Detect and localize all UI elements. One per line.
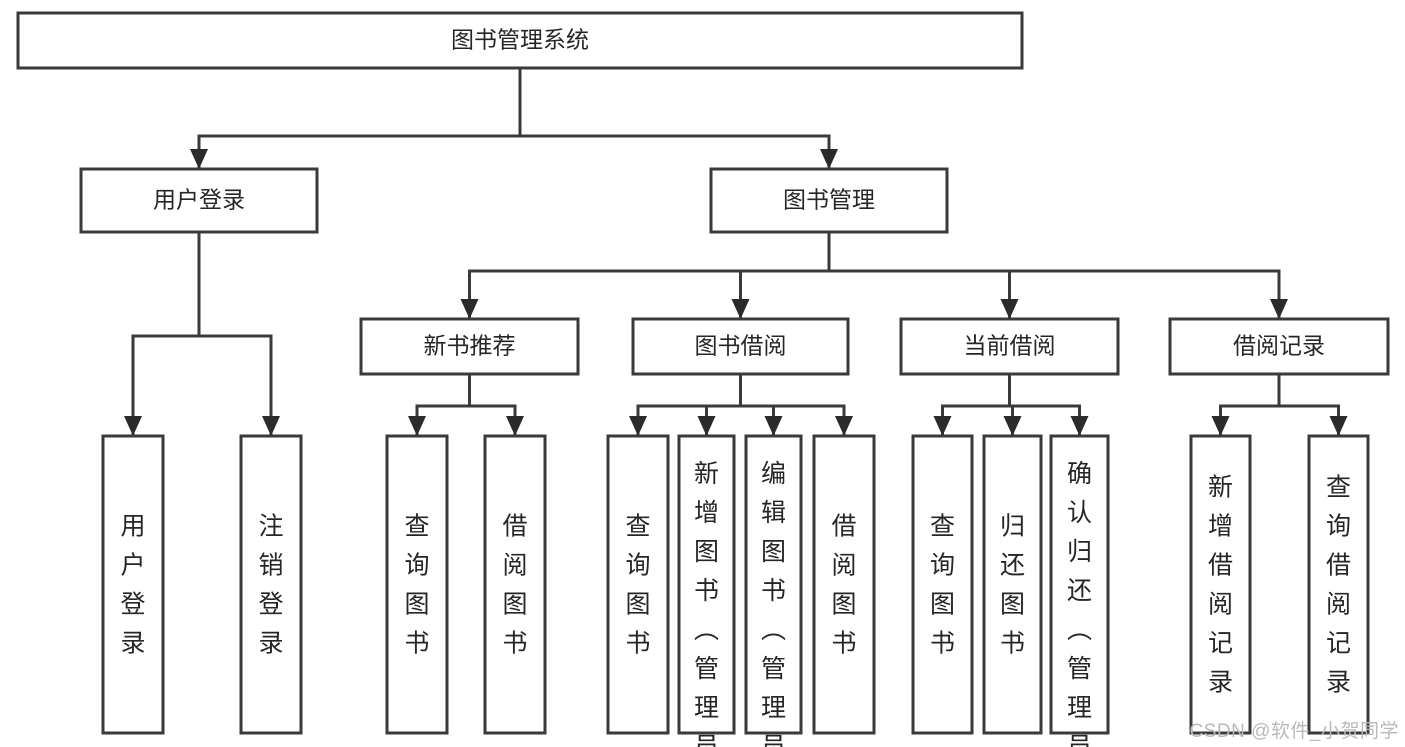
node-leaf-confirm-return[interactable]: 确认归还︵管理员︶	[1049, 434, 1110, 747]
node-label-leaf-confirm-return: 确认归还︵管理员︶	[1067, 460, 1092, 747]
node-box-leaf-query-book-2[interactable]	[606, 434, 670, 735]
arrow-head	[764, 416, 783, 436]
node-box-book-management[interactable]	[709, 167, 949, 234]
node-leaf-query-book-1[interactable]: 查询图书	[385, 434, 449, 735]
node-label-leaf-borrow-book-1: 借阅图书	[502, 513, 527, 658]
node-label-leaf-query-borrow-record: 查询借阅记录	[1326, 474, 1351, 697]
node-box-leaf-query-borrow-record[interactable]	[1307, 434, 1370, 735]
arrow-head	[1070, 416, 1089, 436]
arrow-head	[1270, 299, 1288, 319]
node-box-current-borrow[interactable]	[899, 317, 1120, 376]
arrow-head	[820, 149, 838, 169]
node-label-book-borrow: 图书借阅	[695, 333, 787, 359]
node-label-leaf-edit-book-admin: 编辑图书︵管理员︶	[761, 460, 786, 747]
node-leaf-borrow-book-2[interactable]: 借阅图书	[812, 434, 876, 735]
arrow-head	[408, 416, 426, 436]
arrow-head	[1329, 416, 1348, 436]
node-box-leaf-borrow-book-2[interactable]	[812, 434, 876, 735]
arrow-head	[506, 416, 524, 436]
node-leaf-user-login[interactable]: 用户登录	[101, 434, 165, 735]
node-leaf-add-borrow-record[interactable]: 新增借阅记录	[1189, 434, 1252, 735]
node-new-book-recommend[interactable]: 新书推荐	[359, 317, 580, 376]
node-leaf-add-book-admin[interactable]: 新增图书︵管理员︶	[677, 434, 736, 747]
node-label-leaf-query-book-1: 查询图书	[404, 513, 429, 658]
arrow-head	[460, 299, 479, 319]
node-box-leaf-query-book-3[interactable]	[911, 434, 974, 735]
node-leaf-borrow-book-1[interactable]: 借阅图书	[483, 434, 547, 735]
node-leaf-edit-book-admin[interactable]: 编辑图书︵管理员︶	[744, 434, 803, 747]
node-label-leaf-borrow-book-2: 借阅图书	[831, 513, 856, 658]
node-box-new-book-recommend[interactable]	[359, 317, 580, 376]
arrow-head	[1211, 416, 1230, 436]
node-label-borrow-record: 借阅记录	[1233, 333, 1325, 359]
node-label-book-management: 图书管理	[783, 187, 875, 213]
node-label-leaf-user-login: 用户登录	[120, 513, 145, 658]
node-book-borrow[interactable]: 图书借阅	[631, 317, 850, 376]
node-box-leaf-query-book-1[interactable]	[385, 434, 449, 735]
arrow-head	[731, 299, 750, 319]
node-box-leaf-return-book[interactable]	[982, 434, 1043, 735]
node-box-leaf-logout[interactable]	[239, 434, 303, 735]
node-label-leaf-query-book-3: 查询图书	[930, 513, 955, 658]
node-box-root[interactable]	[16, 11, 1024, 70]
node-box-leaf-edit-book-admin[interactable]	[744, 434, 803, 735]
arrow-head	[262, 416, 280, 436]
node-current-borrow[interactable]: 当前借阅	[899, 317, 1120, 376]
arrow-head	[629, 416, 647, 436]
node-label-leaf-add-borrow-record: 新增借阅记录	[1208, 474, 1233, 697]
node-box-book-borrow[interactable]	[631, 317, 850, 376]
arrow-head	[1000, 299, 1019, 319]
node-label-leaf-return-book: 归还图书	[1000, 513, 1025, 658]
node-label-root: 图书管理系统	[451, 27, 589, 53]
node-label-leaf-add-book-admin: 新增图书︵管理员︶	[694, 460, 719, 747]
node-box-leaf-add-book-admin[interactable]	[677, 434, 736, 735]
csdn-watermark: CSDN @软件_小贺同学	[1189, 721, 1399, 742]
node-layer: 图书管理系统用户登录图书管理新书推荐图书借阅当前借阅借阅记录用户登录注销登录查询…	[16, 11, 1390, 747]
node-box-leaf-borrow-book-1[interactable]	[483, 434, 547, 735]
node-box-borrow-record[interactable]	[1168, 317, 1390, 376]
node-leaf-logout[interactable]: 注销登录	[239, 434, 303, 735]
arrow-head	[190, 149, 208, 169]
arrow-head	[124, 416, 142, 436]
node-leaf-query-book-2[interactable]: 查询图书	[606, 434, 670, 735]
node-box-leaf-user-login[interactable]	[101, 434, 165, 735]
node-book-management[interactable]: 图书管理	[709, 167, 949, 234]
node-label-user-login: 用户登录	[153, 187, 245, 213]
node-box-user-login[interactable]	[79, 167, 319, 234]
node-box-leaf-confirm-return[interactable]	[1049, 434, 1110, 735]
node-label-current-borrow: 当前借阅	[964, 333, 1056, 359]
node-leaf-query-borrow-record[interactable]: 查询借阅记录	[1307, 434, 1370, 735]
arrow-head	[1003, 416, 1022, 436]
node-borrow-record[interactable]: 借阅记录	[1168, 317, 1390, 376]
node-root[interactable]: 图书管理系统	[16, 11, 1024, 70]
arrow-head	[933, 416, 952, 436]
node-leaf-return-book[interactable]: 归还图书	[982, 434, 1043, 735]
connector-layer	[124, 66, 1348, 438]
node-label-new-book-recommend: 新书推荐	[424, 333, 516, 359]
node-user-login[interactable]: 用户登录	[79, 167, 319, 234]
node-box-leaf-add-borrow-record[interactable]	[1189, 434, 1252, 735]
node-label-leaf-query-book-2: 查询图书	[625, 513, 650, 658]
arrow-head	[835, 416, 853, 436]
node-leaf-query-book-3[interactable]: 查询图书	[911, 434, 974, 735]
node-label-leaf-logout: 注销登录	[258, 513, 283, 658]
arrow-head	[697, 416, 716, 436]
